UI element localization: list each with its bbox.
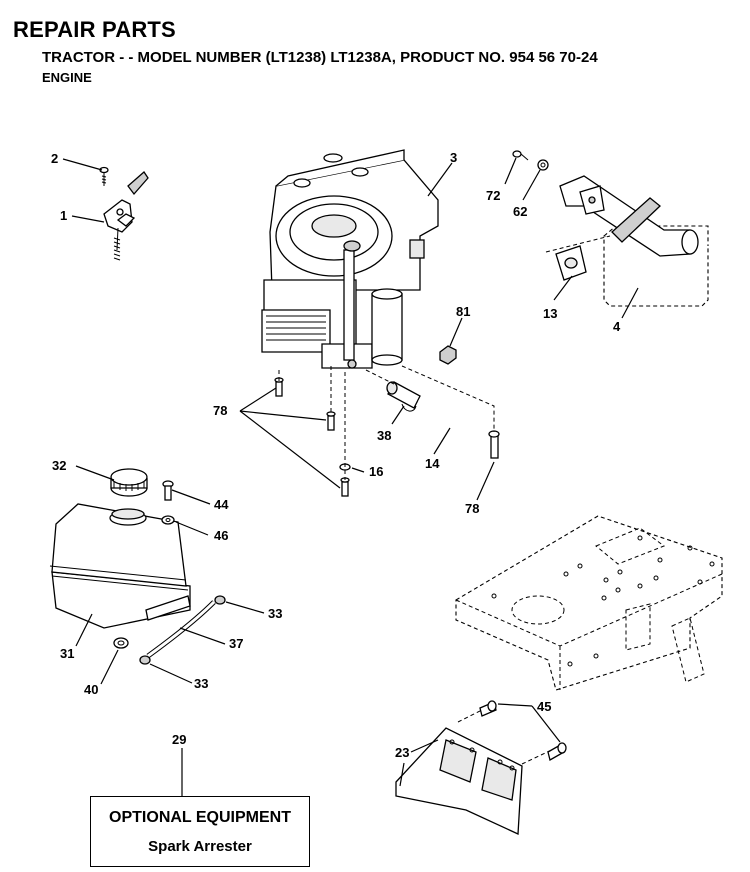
callout-72: 72 — [486, 188, 500, 203]
callout-29: 29 — [172, 732, 186, 747]
clamp-part-33 — [139, 595, 226, 665]
callout-81: 81 — [456, 304, 470, 319]
callout-13: 13 — [543, 306, 557, 321]
heat-shield-part — [395, 705, 561, 835]
optional-equipment-title: OPTIONAL EQUIPMENT — [109, 809, 291, 826]
throttle-control-part — [103, 171, 149, 261]
gasket-part-13 — [545, 235, 611, 281]
callout-40: 40 — [84, 682, 98, 697]
fuel-line-part — [417, 399, 467, 487]
bolt-part-78 — [274, 377, 500, 497]
callout-78-upper: 78 — [213, 403, 227, 418]
bushing-part-40 — [113, 637, 129, 649]
spark-arrester-label: Spark Arrester — [148, 838, 252, 855]
bolt-part-45 — [479, 700, 567, 761]
nut-part-81 — [439, 345, 457, 365]
bolt-part-44 — [162, 480, 174, 501]
callout-4: 4 — [613, 319, 621, 334]
callout-2: 2 — [51, 151, 58, 166]
muffler-part — [559, 175, 709, 307]
callout-62: 62 — [513, 204, 527, 219]
callout-1: 1 — [60, 208, 67, 223]
optional-equipment-box: OPTIONAL EQUIPMENT Spark Arrester — [90, 796, 310, 867]
callout-44: 44 — [214, 497, 229, 512]
callout-45: 45 — [537, 699, 551, 714]
callout-3: 3 — [450, 150, 457, 165]
callout-14: 14 — [425, 456, 440, 471]
fuel-hose-part-37 — [146, 600, 216, 659]
section-label: ENGINE — [42, 70, 92, 85]
callout-37: 37 — [229, 636, 243, 651]
callout-46: 46 — [214, 528, 228, 543]
page-subtitle: TRACTOR - - MODEL NUMBER (LT1238) LT1238… — [42, 49, 598, 66]
washer-part-62 — [537, 159, 549, 171]
screw-part-2 — [99, 166, 109, 186]
callout-38: 38 — [377, 428, 391, 443]
callout-numbers: 2 1 3 72 62 13 4 81 78 38 14 16 78 32 44… — [51, 150, 621, 760]
tractor-frame — [455, 515, 723, 691]
fuel-cap-part — [110, 468, 148, 497]
page-title: REPAIR PARTS — [13, 17, 176, 42]
leader-lines — [62, 157, 639, 796]
callout-78-lower: 78 — [465, 501, 479, 516]
callout-33-upper: 33 — [268, 606, 282, 621]
callout-23: 23 — [395, 745, 409, 760]
callout-33-lower: 33 — [194, 676, 208, 691]
engine-part — [261, 149, 439, 369]
callout-32: 32 — [52, 458, 66, 473]
fuel-tank-part — [49, 503, 191, 629]
callout-16: 16 — [369, 464, 383, 479]
callout-31: 31 — [60, 646, 74, 661]
washer-part-46 — [161, 515, 175, 525]
bolt-part-72 — [512, 150, 529, 161]
fuel-filter-part — [365, 369, 421, 412]
